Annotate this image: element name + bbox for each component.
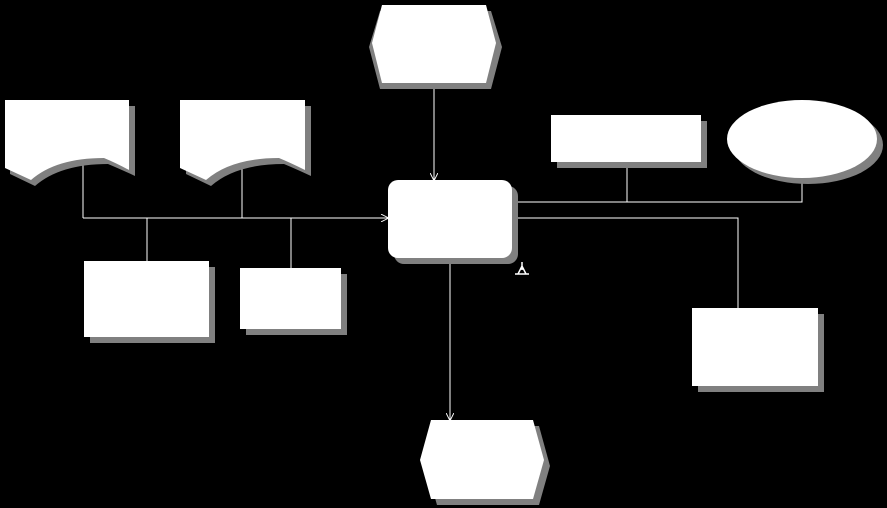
connector-center-to-right-top [512, 178, 803, 203]
box-top-right-node[interactable] [551, 115, 707, 168]
top-hexagon-node[interactable] [369, 5, 502, 89]
document-left-node[interactable] [5, 100, 135, 186]
box-lower-left-node[interactable] [84, 261, 215, 343]
connector-center-to-lower-right [512, 217, 739, 308]
ellipse-right-node[interactable] [727, 100, 883, 184]
box-lower-middle-node[interactable] [240, 268, 347, 335]
bottom-hexagon-node[interactable] [420, 420, 550, 505]
box-lower-right-node[interactable] [692, 308, 824, 392]
connection-point-icon [515, 262, 529, 275]
document-middle-node[interactable] [180, 100, 311, 186]
connectors [82, 83, 803, 420]
center-process-node[interactable] [388, 180, 518, 264]
